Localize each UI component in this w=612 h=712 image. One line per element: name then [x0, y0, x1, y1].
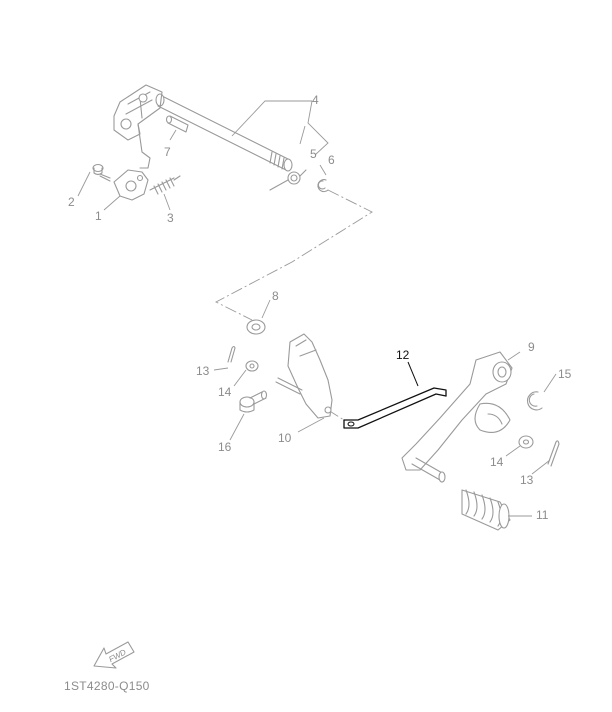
callout-11: 11	[536, 508, 549, 522]
part-14-washer-right	[518, 435, 534, 449]
part-9-shift-pedal	[401, 351, 513, 483]
callout-14-right: 14	[490, 455, 504, 469]
diagram-code: 1ST4280-Q150	[64, 679, 150, 693]
callout-3: 3	[167, 211, 174, 225]
part-2-bolt	[92, 163, 111, 182]
callout-13-right: 13	[520, 473, 534, 487]
leader-lines	[77, 100, 557, 517]
callout-labels: 4 5 6 7 2 1 3 8 13 14 16 10 12 9 15 14 1…	[68, 93, 572, 522]
callout-16: 16	[218, 440, 232, 454]
part-1-shift-arm	[113, 169, 149, 201]
part-7-pin	[165, 115, 189, 133]
callout-4: 4	[312, 93, 319, 107]
callout-10: 10	[278, 431, 292, 445]
callout-14-left: 14	[218, 385, 232, 399]
callout-15: 15	[558, 367, 572, 381]
part-5-spring	[269, 169, 307, 191]
callout-13-left: 13	[196, 364, 210, 378]
shift-shaft	[113, 84, 293, 172]
part-6-circlip	[317, 179, 329, 193]
callout-6: 6	[328, 153, 335, 167]
part-13-cotter-pin-left	[227, 345, 236, 363]
part-16-bolt	[239, 390, 268, 413]
callout-2: 2	[68, 195, 75, 209]
part-10-bracket	[275, 333, 333, 419]
part-3-spring	[149, 175, 181, 195]
fwd-label: FWD	[107, 648, 128, 665]
part-13-cotter-pin-right	[547, 440, 560, 467]
callout-7: 7	[164, 145, 171, 159]
callout-8: 8	[272, 289, 279, 303]
callout-9: 9	[528, 340, 535, 354]
part-15-circlip	[527, 391, 543, 411]
callout-1: 1	[95, 209, 102, 223]
part-11-pedal-rubber	[461, 489, 511, 531]
fwd-arrow-icon: FWD	[93, 641, 135, 669]
part-14-washer-left	[245, 360, 259, 372]
callout-5: 5	[310, 147, 317, 161]
part-8-bushing	[246, 319, 266, 335]
part-12-shift-rod	[343, 387, 447, 429]
callout-12: 12	[396, 348, 410, 362]
